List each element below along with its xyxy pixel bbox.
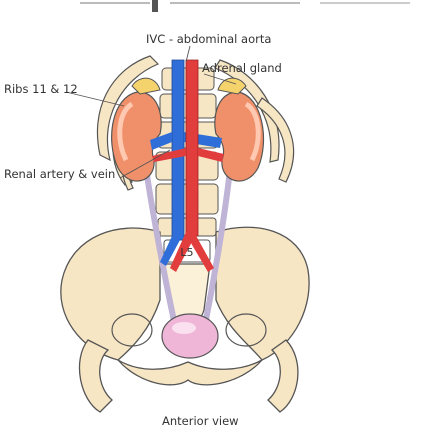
iliac-left [60, 227, 161, 361]
top-tick [152, 0, 158, 12]
leader-lines [65, 45, 237, 179]
bladder [161, 313, 219, 359]
renal-artery-left [152, 148, 186, 162]
pubic-arch [117, 359, 263, 386]
obturator-left [111, 313, 153, 347]
top-cropped-strip [80, 0, 410, 12]
femur-right [267, 339, 299, 413]
leader-adrenal [203, 73, 237, 85]
renal-artery-vein-label: Renal artery & vein [4, 167, 116, 181]
femur-left [78, 339, 113, 413]
adrenal-right [217, 77, 247, 95]
renal-vein-left [150, 132, 172, 150]
ribs-label: Ribs 11 & 12 [4, 82, 78, 96]
adrenal-left [131, 77, 161, 95]
iliac-vein-left [160, 236, 180, 266]
pelvis [60, 226, 310, 413]
rib-left-1 [96, 55, 160, 162]
iliac-artery-left [170, 232, 194, 272]
adrenal-gland-label: Adrenal gland [202, 61, 282, 75]
aorta [152, 59, 224, 272]
bladder-highlight [172, 322, 196, 334]
obturator-outlines [111, 313, 267, 347]
leader-title [185, 45, 191, 63]
obturator-right [225, 313, 267, 347]
title-label: IVC - abdominal aorta [146, 32, 272, 46]
aorta-trunk [185, 59, 199, 237]
renal-artery-right [198, 148, 224, 162]
kidneys [111, 91, 265, 182]
kidney-left-highlight [117, 101, 134, 162]
rib-right-2 [256, 97, 295, 183]
vertebra-l5-label: L5 [180, 246, 193, 259]
anterior-view-label: Anterior view [162, 414, 239, 428]
bladder-body [161, 313, 219, 359]
leader-renal [119, 149, 171, 179]
adrenal-glands [131, 77, 247, 95]
iliac-right [215, 226, 310, 361]
leader-ribs [65, 91, 125, 107]
iliac-artery-right [188, 232, 214, 272]
kidney-right-highlight [244, 101, 261, 162]
